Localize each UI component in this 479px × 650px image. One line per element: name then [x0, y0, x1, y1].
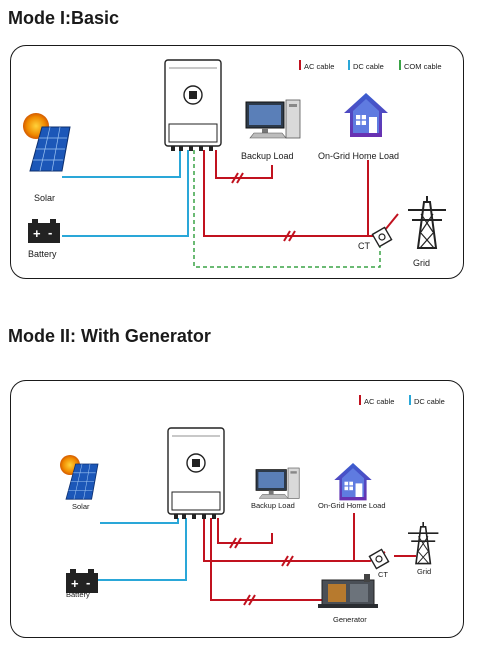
computer-icon	[245, 99, 301, 139]
mode1-title: Mode I:Basic	[8, 8, 120, 28]
mode2-grid-label: Grid	[417, 567, 431, 576]
mode1-legend-com: COM cable	[404, 62, 442, 71]
mode2-legend-dc: DC cable	[414, 397, 445, 406]
mode1-com-cable	[193, 150, 381, 268]
mode1-legend-ac: AC cable	[304, 62, 334, 71]
mode1-dc-cables	[62, 150, 189, 237]
mode2-legend: AC cable DC cable	[359, 395, 445, 406]
generator-icon	[318, 574, 378, 608]
mode1-ac-cables	[203, 150, 399, 242]
mode2-ct-label: CT	[378, 570, 388, 579]
mode1-ct-label: CT	[358, 241, 370, 251]
mode1-battery-label: Battery	[28, 249, 57, 259]
mode2-solar-label: Solar	[72, 502, 90, 511]
house-icon	[333, 462, 373, 501]
mode2-legend-ac: AC cable	[364, 397, 394, 406]
mode2-battery-label: Battery	[66, 590, 90, 599]
ct-sensor-icon	[368, 548, 390, 570]
battery-icon	[28, 219, 60, 243]
inverter-icon	[164, 59, 222, 152]
mode2-title: Mode II: With Generator	[8, 326, 211, 346]
mode1-legend: AC cable DC cable COM cable	[299, 60, 442, 71]
power-tower-icon	[407, 195, 447, 249]
mode1-grid-label: Grid	[413, 258, 430, 268]
mode1-legend-dc: DC cable	[353, 62, 384, 71]
mode2-generator-label: Generator	[333, 615, 367, 624]
mode1-solar-label: Solar	[34, 193, 55, 203]
ct-sensor-icon	[371, 226, 393, 248]
mode2-panel	[10, 380, 464, 638]
computer-icon	[255, 467, 300, 499]
house-icon	[343, 92, 389, 138]
mode2-dc-cables	[92, 518, 187, 581]
inverter-icon	[167, 427, 225, 520]
mode2-backup-load-label: Backup Load	[251, 501, 295, 510]
mode1-home-load-label: On-Grid Home Load	[318, 151, 399, 161]
mode1-backup-load-label: Backup Load	[241, 151, 294, 161]
power-tower-icon	[407, 521, 440, 565]
mode2-home-load-label: On-Grid Home Load	[318, 501, 386, 510]
